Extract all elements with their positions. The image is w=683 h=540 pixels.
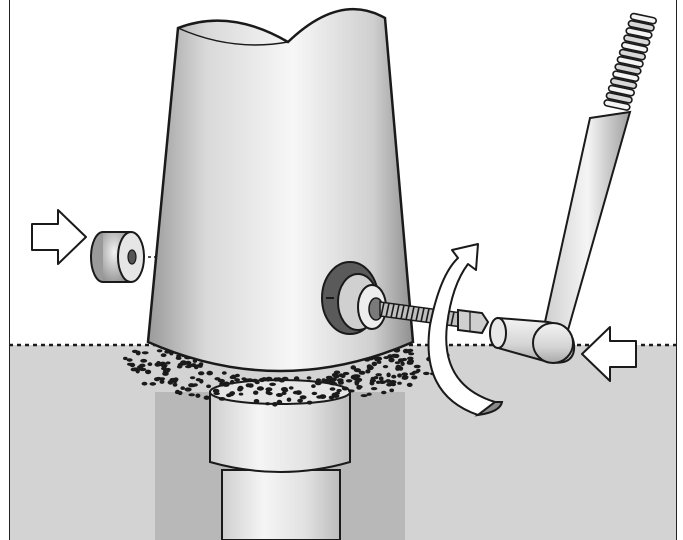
figure-frame: [9, 0, 677, 540]
